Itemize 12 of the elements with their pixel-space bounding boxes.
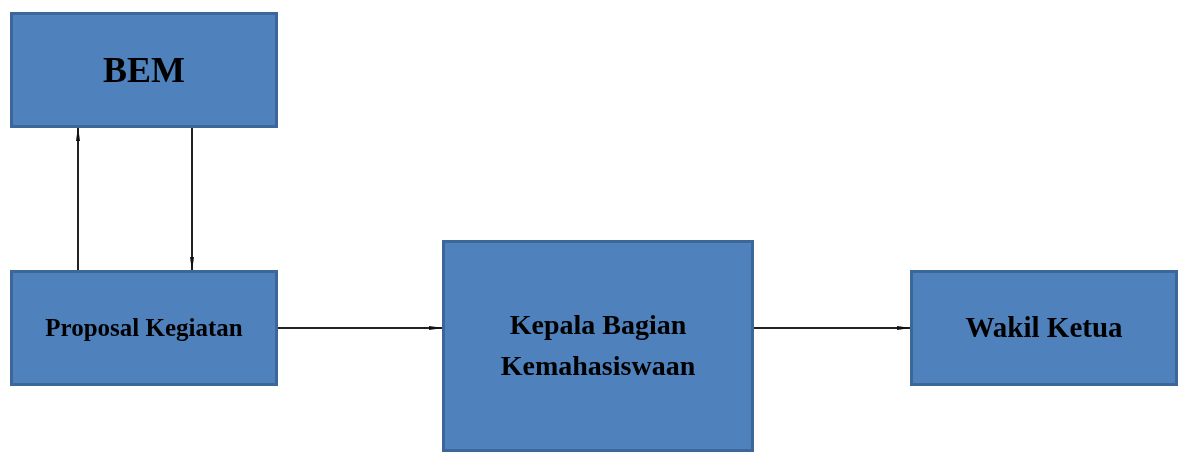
process-box bbox=[10, 270, 278, 386]
process-box bbox=[10, 12, 278, 128]
process-box bbox=[442, 240, 754, 452]
arrow bbox=[190, 127, 194, 271]
arrow bbox=[753, 326, 911, 330]
box-label: Wakil Ketua bbox=[965, 310, 1123, 346]
process-box bbox=[910, 270, 1178, 386]
box-label: Proposal Kegiatan bbox=[45, 312, 243, 343]
box-label: BEM bbox=[103, 49, 185, 92]
arrow bbox=[76, 127, 80, 271]
box-label: Kepala Bagian Kemahasiswaan bbox=[499, 308, 697, 383]
arrow bbox=[277, 326, 443, 330]
